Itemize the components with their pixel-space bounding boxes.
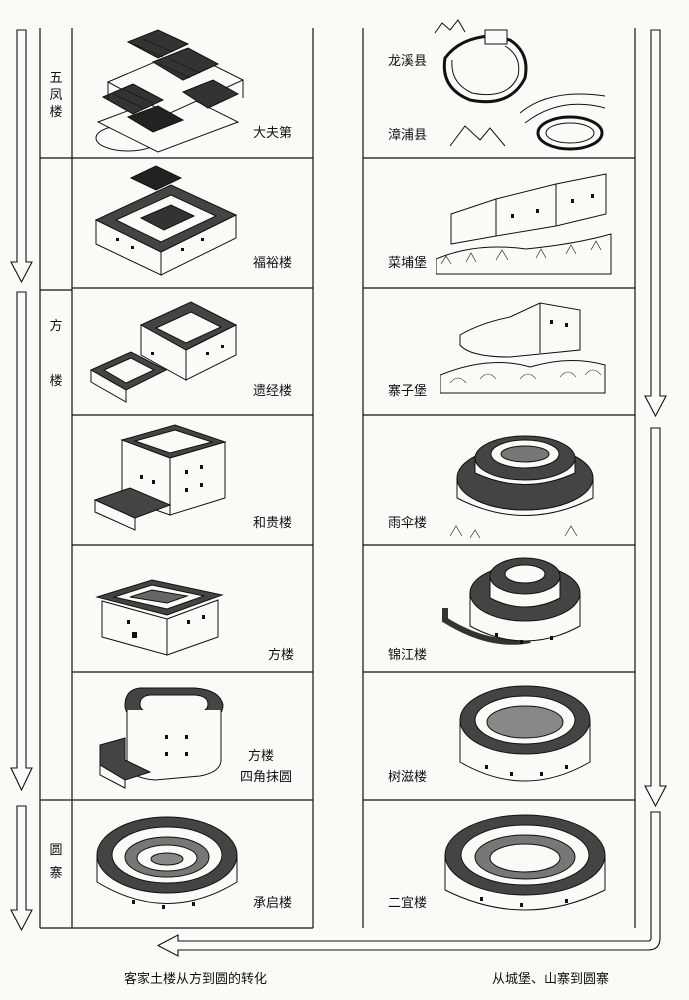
round-tulou-icon: [445, 418, 605, 543]
round-tulou-icon: [440, 548, 605, 668]
round-tulou-icon: [440, 805, 610, 925]
category-label-wufeng: 五凤楼: [49, 71, 63, 120]
category-label-fang-2: 楼: [49, 374, 63, 389]
building-label: 方楼: [268, 648, 295, 663]
building-sublabel: 四角抹圆: [240, 770, 293, 785]
fortified-town-map-icon: [430, 18, 610, 158]
building-label: 承启楼: [253, 896, 293, 911]
square-compound-icon: [86, 290, 246, 415]
down-arrow-icon: [10, 291, 33, 792]
place-label: 寨子堡: [388, 384, 428, 399]
right-caption: 从城堡、山寨到圆寨: [492, 972, 610, 987]
place-label: 漳浦县: [388, 128, 428, 143]
square-compound-icon: [86, 160, 246, 285]
wufeng-compound-icon: [88, 22, 248, 157]
building-label: 遗经楼: [253, 384, 293, 399]
building-label: 方楼: [247, 749, 274, 764]
category-label-yuan-2: 寨: [49, 866, 63, 881]
building-label: 大夫第: [253, 126, 293, 141]
down-arrow-icon: [10, 805, 33, 932]
round-tulou-icon: [92, 810, 242, 909]
return-arrow-icon: [156, 811, 661, 957]
category-label-yuan-1: 圆: [49, 843, 63, 858]
category-label-fang-1: 方: [49, 319, 63, 334]
square-tower-icon: [92, 575, 232, 670]
place-label: 龙溪县: [388, 54, 428, 69]
place-label: 雨伞楼: [388, 516, 428, 531]
place-label: 菜埔堡: [388, 256, 428, 271]
place-label: 树滋楼: [388, 770, 428, 785]
hill-fort-icon: [440, 295, 610, 395]
place-label: 锦江楼: [388, 648, 428, 663]
building-label: 福裕楼: [253, 256, 293, 271]
down-arrow-icon: [644, 427, 667, 808]
place-label: 二宜楼: [388, 896, 428, 911]
down-arrow-icon: [644, 29, 667, 418]
building-label: 和贵楼: [253, 516, 293, 531]
down-arrow-icon: [10, 29, 33, 284]
round-tulou-icon: [455, 680, 595, 795]
hill-fort-icon: [436, 164, 616, 279]
square-tower-icon: [90, 420, 240, 545]
rounded-square-tower-icon: [95, 680, 235, 795]
left-caption: 客家土楼从方到圆的转化: [124, 972, 268, 987]
